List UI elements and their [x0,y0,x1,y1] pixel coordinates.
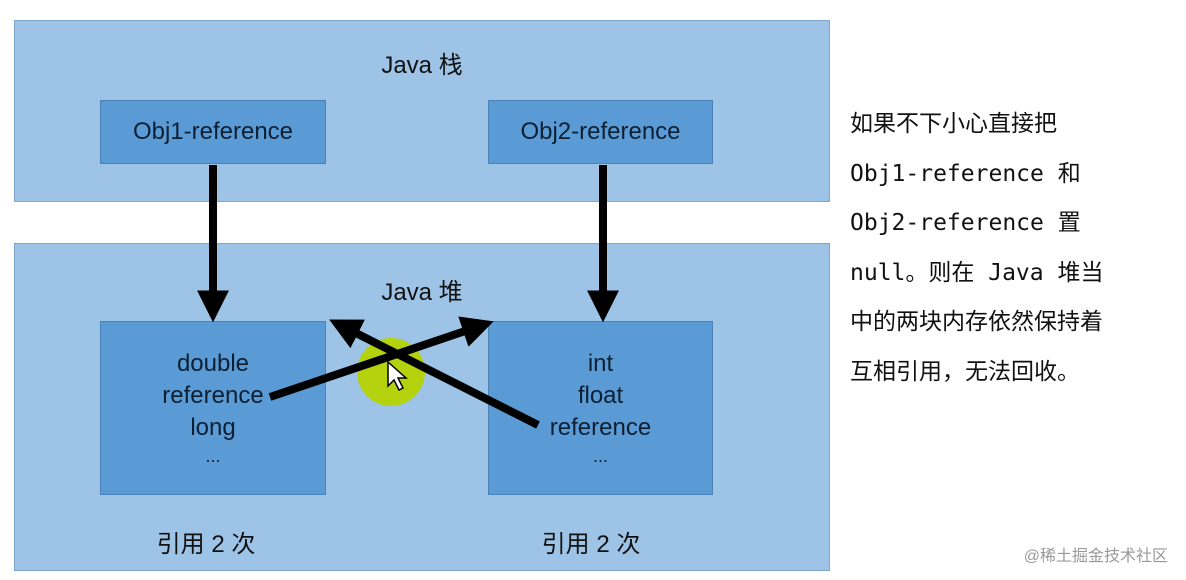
obj1-reference-box: Obj1-reference [100,100,326,164]
heap-object-left: double reference long ... [100,321,326,495]
field: float [577,382,624,409]
field: double [176,350,250,377]
explanation-line: 如果不下小心直接把 [850,111,1057,137]
arrow-left-to-right [268,316,494,401]
field: int [587,350,614,377]
right-reference-count: 引用 2 次 [541,531,641,558]
java-heap-title: Java 堆 [381,279,463,306]
field: reference [162,382,264,409]
heap-object-right: int float reference ... [488,321,713,495]
cursor-icon [387,360,408,392]
obj2-reference-box: Obj2-reference [488,100,713,164]
explanation-line: Obj2-reference 置 [850,210,1081,236]
arrow-right-to-left [329,319,540,429]
java-stack-title: Java 栈 [381,52,463,79]
field: ... [592,446,608,466]
explanation-text: 如果不下小心直接把 Obj1-reference 和 Obj2-referenc… [850,100,1103,397]
explanation-line: 中的两块内存依然保持着 [850,309,1103,335]
explanation-line: Obj1-reference 和 [850,160,1081,187]
field: ... [205,446,221,466]
explanation-line: 互相引用，无法回收。 [850,358,1080,385]
left-reference-count: 引用 2 次 [156,531,256,558]
watermark: @稀土掘金技术社区 [1023,548,1168,565]
explanation-line: null。则在 Java 堆当 [850,259,1104,286]
field: long [190,414,236,441]
field: reference [549,414,652,441]
